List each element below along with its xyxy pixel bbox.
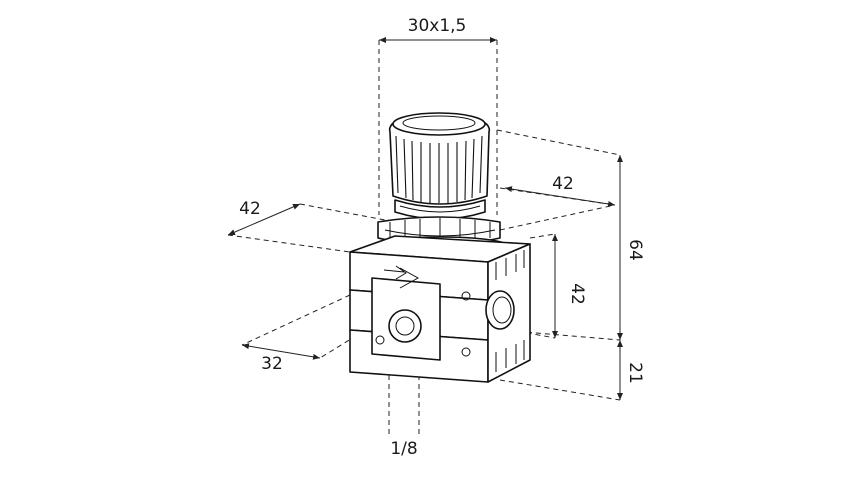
lower-height-dimension-label: 21 <box>625 362 645 384</box>
right-width-dimension-label: 42 <box>552 174 574 194</box>
port-thread-dimension-label: 1/8 <box>390 439 417 459</box>
port-spacing-dimension-label: 32 <box>261 354 283 374</box>
regulator-body <box>349 235 531 383</box>
thread-dimension-label: 30x1,5 <box>408 16 467 36</box>
left-depth-dimension-label: 42 <box>239 199 261 219</box>
knob-flutes <box>395 135 483 203</box>
overall-height-dimension-label: 64 <box>625 239 645 261</box>
dimension-lines <box>227 37 623 400</box>
body-height-dimension-label: 42 <box>567 283 587 305</box>
adjustment-knob <box>388 112 491 220</box>
flow-arrow-icon <box>383 265 420 289</box>
dimension-labels: 30x1,5 42 42 42 64 21 32 1/8 <box>239 16 645 459</box>
